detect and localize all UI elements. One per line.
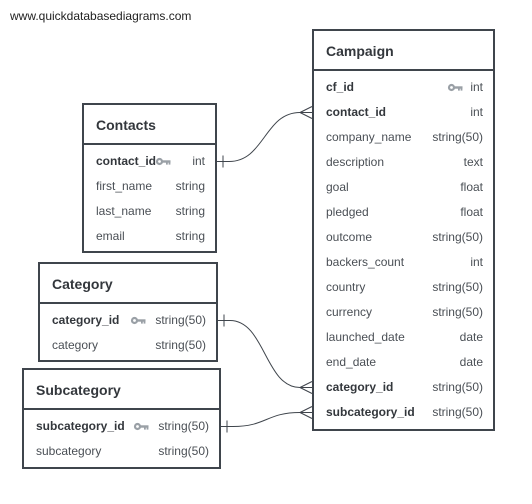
- primary-key-icon: [130, 308, 146, 333]
- relationship-line-1: [217, 106, 313, 168]
- subcategory-row-subcategory-id[interactable]: subcategory_id string(50): [24, 414, 219, 439]
- campaign-row-category-id[interactable]: category_id string(50): [314, 375, 493, 400]
- category-row-category[interactable]: category string(50): [40, 333, 216, 358]
- column-type: string(50): [158, 419, 209, 433]
- column-name: category_id: [52, 313, 120, 327]
- column-type: float: [460, 180, 483, 194]
- campaign-row-country[interactable]: country string(50): [314, 275, 493, 300]
- column-name: company_name: [326, 130, 412, 144]
- subcategory-row-subcategory[interactable]: subcategory string(50): [24, 439, 219, 464]
- column-name: country: [326, 280, 366, 294]
- column-type: int: [470, 80, 483, 94]
- column-name: email: [96, 229, 125, 243]
- column-name: contact_id: [96, 154, 157, 168]
- contacts-row-email[interactable]: email string: [84, 224, 215, 249]
- column-type: string(50): [432, 130, 483, 144]
- column-name: category: [52, 338, 99, 352]
- column-type: string(50): [155, 338, 206, 352]
- column-type: string(50): [155, 313, 206, 327]
- column-type: string(50): [432, 405, 483, 419]
- watermark-text: www.quickdatabasediagrams.com: [10, 9, 192, 23]
- contacts-row-first-name[interactable]: first_name string: [84, 174, 215, 199]
- column-name: outcome: [326, 230, 373, 244]
- column-name: subcategory_id: [36, 419, 125, 433]
- subcategory-table-title: Subcategory: [24, 370, 219, 410]
- relationship-line-3: [221, 406, 313, 433]
- column-type: int: [470, 105, 483, 119]
- category-table-title: Category: [40, 264, 216, 304]
- campaign-row-contact-id[interactable]: contact_id int: [314, 100, 493, 125]
- campaign-row-cf-id[interactable]: cf_id int: [314, 75, 493, 100]
- column-type: string(50): [432, 305, 483, 319]
- campaign-row-goal[interactable]: goal float: [314, 175, 493, 200]
- column-name: goal: [326, 180, 349, 194]
- column-name: first_name: [96, 179, 153, 193]
- campaign-table-title: Campaign: [314, 31, 493, 71]
- contacts-row-contact-id[interactable]: contact_id int: [84, 149, 215, 174]
- column-name: last_name: [96, 204, 152, 218]
- column-type: date: [459, 330, 483, 344]
- column-type: string: [175, 204, 205, 218]
- column-type: date: [459, 355, 483, 369]
- column-name: cf_id: [326, 80, 355, 94]
- category-table[interactable]: Category category_id string(50) category st…: [38, 262, 218, 362]
- column-type: int: [192, 154, 205, 168]
- category-row-category-id[interactable]: category_id string(50): [40, 308, 216, 333]
- column-name: backers_count: [326, 255, 405, 269]
- primary-key-icon: [133, 414, 149, 439]
- campaign-row-subcategory-id[interactable]: subcategory_id string(50): [314, 400, 493, 425]
- column-type: string(50): [432, 380, 483, 394]
- column-name: contact_id: [326, 105, 387, 119]
- column-name: category_id: [326, 380, 394, 394]
- column-name: subcategory_id: [326, 405, 415, 419]
- column-name: description: [326, 155, 385, 169]
- contacts-table-title: Contacts: [84, 105, 215, 145]
- column-name: pledged: [326, 205, 369, 219]
- column-name: end_date: [326, 355, 377, 369]
- column-type: string(50): [432, 230, 483, 244]
- campaign-row-currency[interactable]: currency string(50): [314, 300, 493, 325]
- column-type: string: [175, 179, 205, 193]
- column-name: currency: [326, 305, 373, 319]
- column-name: subcategory: [36, 444, 102, 458]
- column-name: launched_date: [326, 330, 405, 344]
- primary-key-icon: [155, 149, 171, 174]
- column-type: string: [175, 229, 205, 243]
- campaign-row-backers-count[interactable]: backers_count int: [314, 250, 493, 275]
- column-type: int: [470, 255, 483, 269]
- relationship-line-2: [218, 314, 313, 394]
- column-type: string(50): [432, 280, 483, 294]
- column-type: string(50): [158, 444, 209, 458]
- campaign-row-launched-date[interactable]: launched_date date: [314, 325, 493, 350]
- primary-key-icon: [447, 75, 463, 100]
- campaign-row-company-name[interactable]: company_name string(50): [314, 125, 493, 150]
- campaign-row-end-date[interactable]: end_date date: [314, 350, 493, 375]
- campaign-row-outcome[interactable]: outcome string(50): [314, 225, 493, 250]
- campaign-row-description[interactable]: description text: [314, 150, 493, 175]
- column-type: text: [463, 155, 483, 169]
- campaign-row-pledged[interactable]: pledged float: [314, 200, 493, 225]
- contacts-row-last-name[interactable]: last_name string: [84, 199, 215, 224]
- column-type: float: [460, 205, 483, 219]
